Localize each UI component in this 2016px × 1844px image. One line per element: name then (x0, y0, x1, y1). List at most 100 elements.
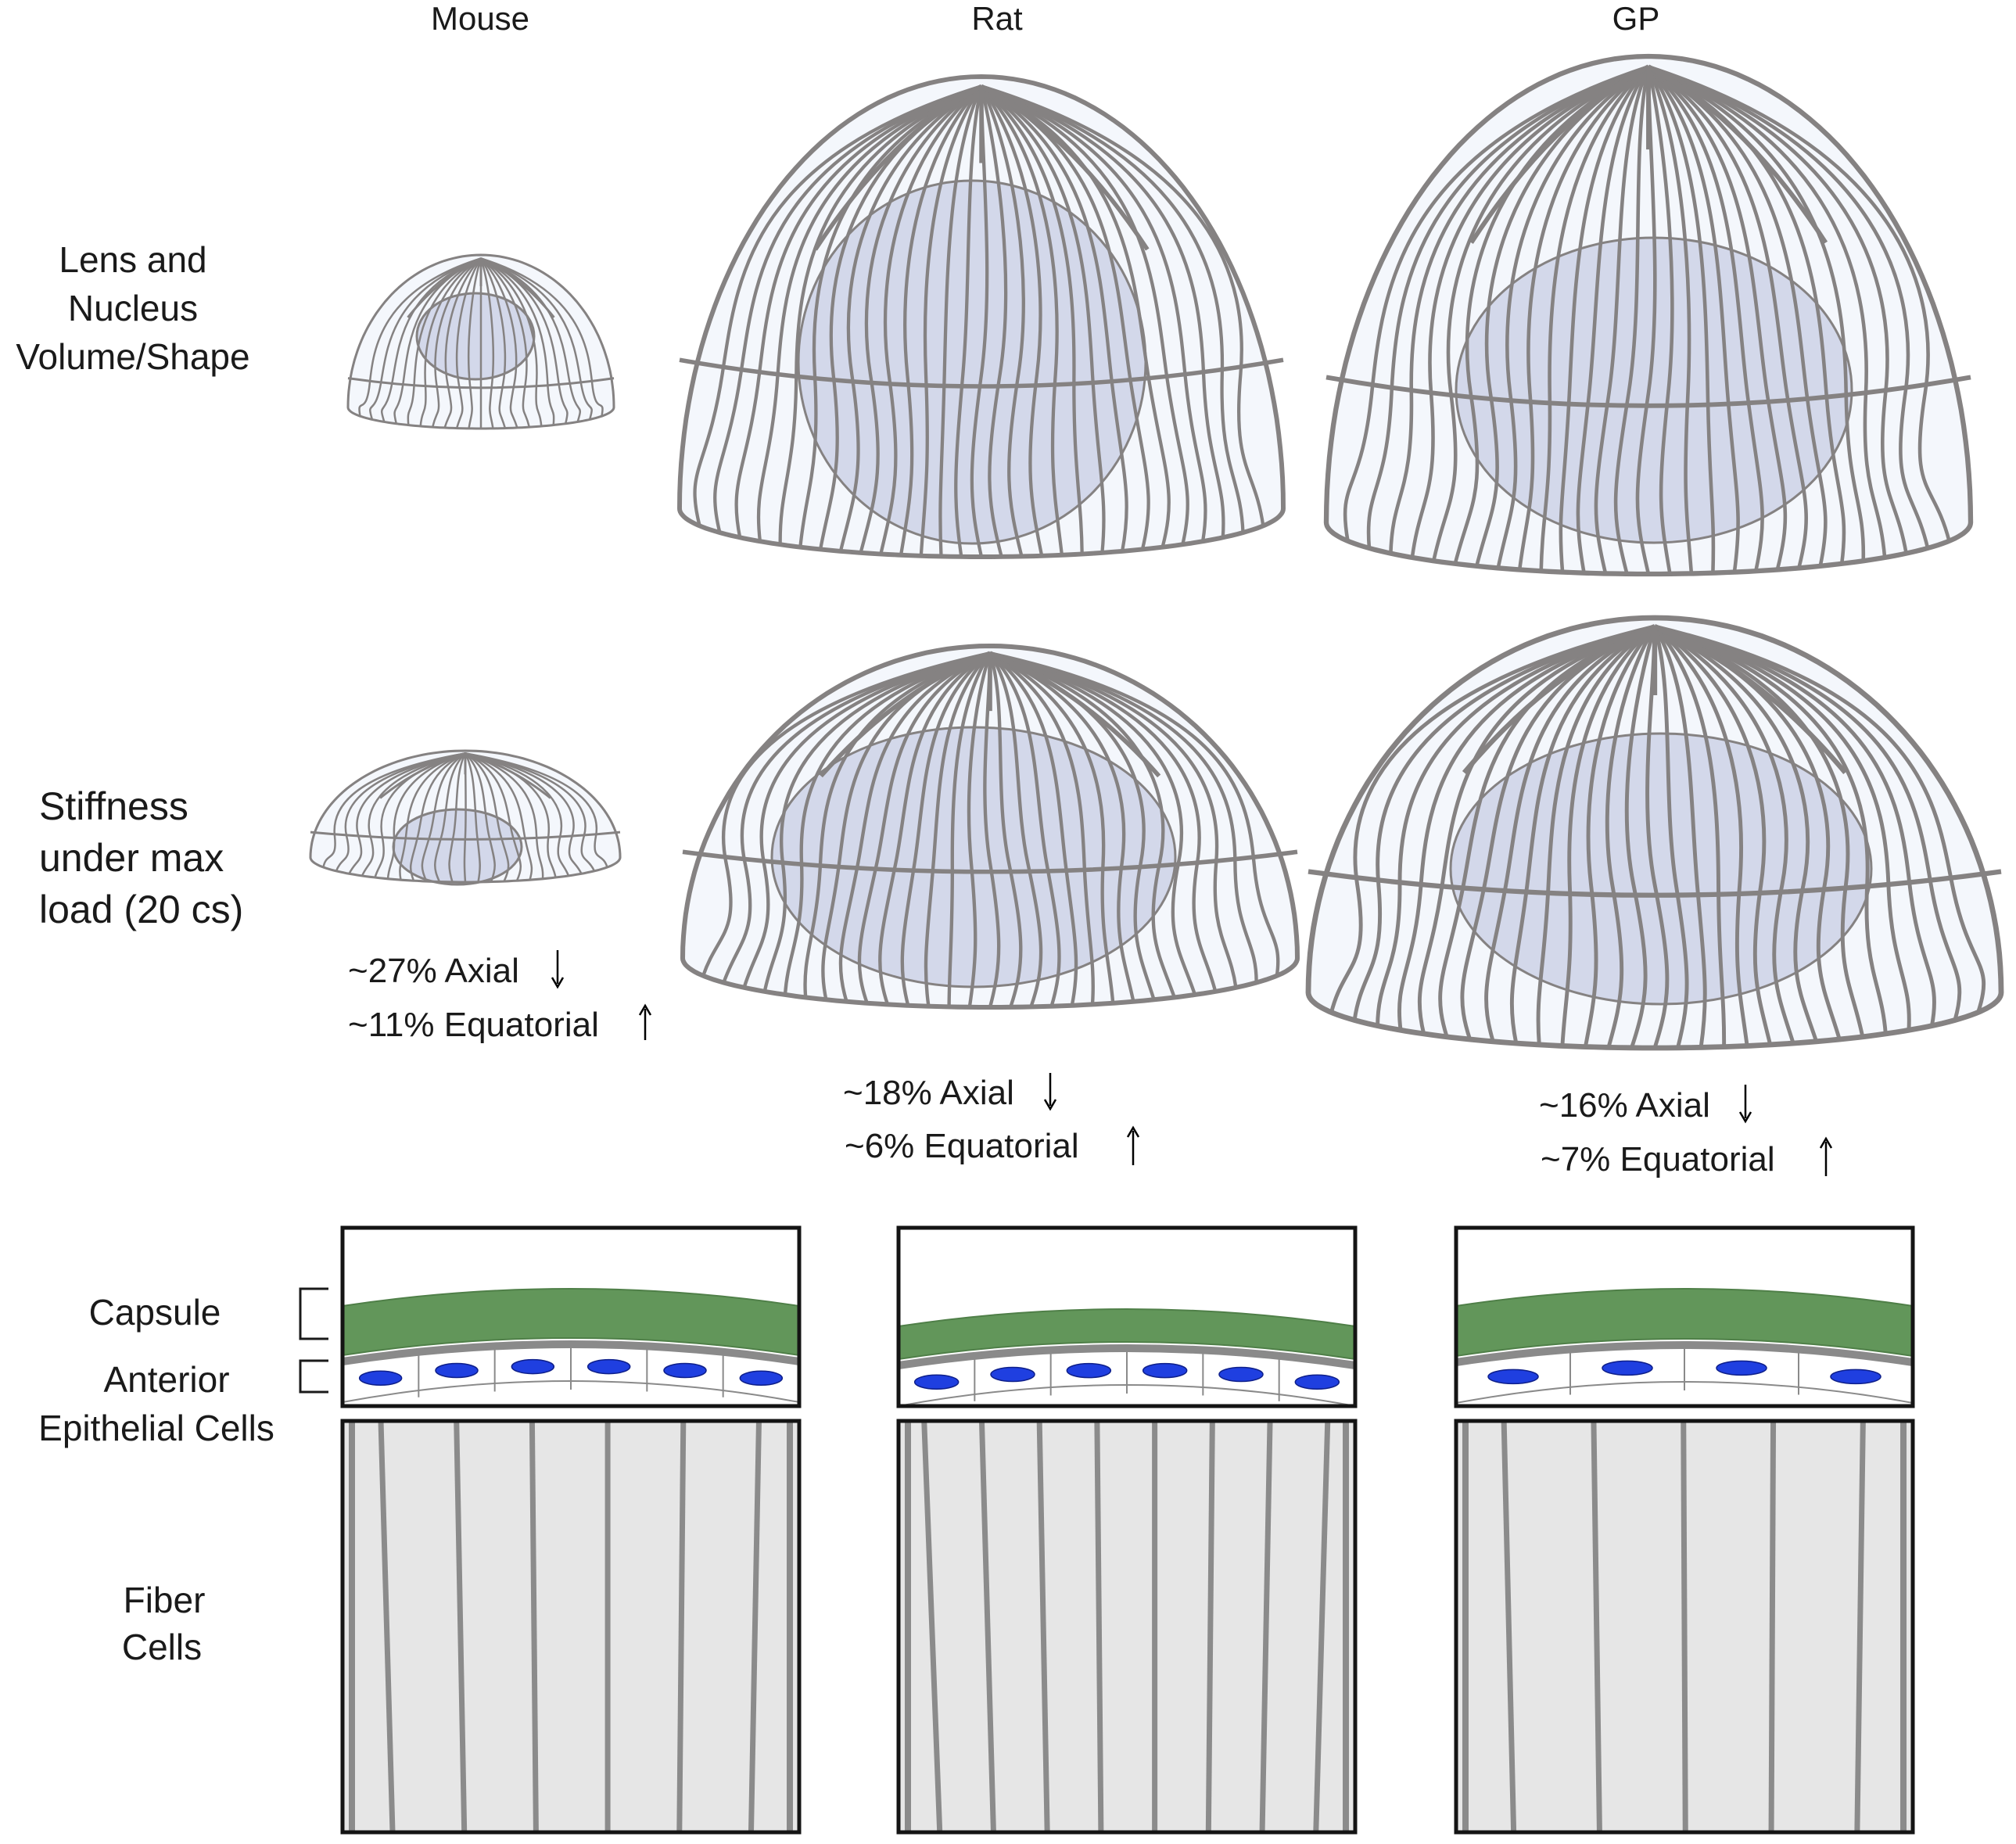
lens-diagrams (309, 53, 2004, 1051)
epithelial-nucleus (1294, 1374, 1340, 1390)
row-label-stiffness-line3: load (20 cs) (39, 888, 243, 931)
epithelial-nucleus (913, 1374, 960, 1390)
gp-tissue-panel (1454, 1225, 1915, 1835)
row-label-fiber-line2: Cells (122, 1627, 202, 1667)
row-label-stiffness: Stiffness under max load (20 cs) (39, 784, 243, 931)
epithelial-nucleus (1830, 1369, 1881, 1385)
epithelial-nucleus (1716, 1360, 1767, 1376)
row-label-stiffness-line1: Stiffness (39, 784, 188, 828)
fiber-cell-boundary (1768, 1420, 1777, 1833)
epithelial-bracket (299, 1359, 328, 1394)
fiber-cell-boundary (1036, 1420, 1050, 1833)
nucleus (392, 808, 523, 886)
fiber-panel-frame (896, 1419, 1358, 1835)
fiber-cell-boundary (748, 1420, 762, 1833)
row-label-capsule: Capsule (89, 1292, 221, 1333)
lens-outline (680, 643, 1300, 1010)
lens-outline (309, 749, 622, 884)
lens-outline (677, 74, 1286, 559)
capsule-panel-frame (340, 1225, 802, 1408)
row-label-fiber-line1: Fiber (124, 1580, 206, 1620)
fiber-cell-boundary (1259, 1420, 1273, 1833)
epithelial-nucleus (1487, 1369, 1539, 1385)
equator-line (1308, 869, 2002, 898)
basement-membrane (342, 1340, 800, 1365)
rat-lens-compressed (680, 643, 1300, 1010)
equator-line (682, 849, 1298, 874)
suture-lines (813, 84, 1150, 251)
fiber-cell-boundary (676, 1420, 687, 1833)
column-header-mouse: Mouse (431, 0, 529, 37)
fiber-cell-boundary (1854, 1420, 1866, 1833)
rat-tissue-panel (896, 1225, 1358, 1835)
suture-lines (1469, 64, 1828, 244)
row-label-lens-line3: Volume/Shape (16, 336, 249, 377)
arrow-up-icon (638, 1003, 652, 1040)
capsule-bracket (299, 1287, 328, 1340)
lens-outline (346, 253, 615, 430)
basement-membrane (898, 1344, 1356, 1369)
lens-outline (1323, 53, 1974, 577)
rat-equatorial-text: ~6% Equatorial (845, 1127, 1079, 1165)
epithelial-nucleus (1066, 1362, 1112, 1379)
fiber-meridians (1329, 624, 1986, 1048)
fiber-meridians (693, 84, 1265, 557)
column-header-gp: GP (1612, 0, 1660, 37)
suture-lines (379, 752, 551, 799)
epithelial-nucleus (511, 1358, 555, 1375)
gp-lens-compressed (1305, 615, 2004, 1051)
epithelial-nucleus (1142, 1362, 1188, 1379)
fiber-meridians (358, 257, 604, 429)
row-label-lens-volume: Lens and Nucleus Volume/Shape (16, 239, 249, 377)
stiffness-annotation-gp: ~16% Axial ~7% Equatorial (1539, 1085, 1833, 1179)
row-label-lens-line2: Nucleus (68, 288, 198, 328)
fiber-cell-boundary (454, 1420, 468, 1833)
row-label-stiffness-line2: under max (39, 836, 224, 880)
row-label-lens-line1: Lens and (59, 239, 206, 280)
row-label-epithelial-line2: Epithelial Cells (38, 1408, 274, 1448)
fiber-cell-boundary (1681, 1420, 1688, 1833)
equator-line (347, 377, 615, 389)
fiber-meridians (322, 752, 608, 882)
arrow-up-icon (1819, 1136, 1833, 1176)
arrow-down-icon (1043, 1073, 1057, 1111)
arrow-up-icon (1126, 1125, 1140, 1165)
rat-axial-text: ~18% Axial (843, 1074, 1014, 1112)
fiber-cell-boundary (378, 1420, 396, 1833)
epithelial-nucleus (990, 1366, 1035, 1383)
mouse-tissue-panel (340, 1225, 802, 1835)
nucleus (1449, 732, 1873, 1006)
basement-membrane (1455, 1341, 1914, 1366)
fiber-meridians (701, 651, 1280, 1007)
gp-equatorial-text: ~7% Equatorial (1541, 1140, 1775, 1179)
equator-line (1325, 375, 1971, 408)
arrow-down-icon (551, 950, 565, 989)
gp-lens (1323, 53, 1974, 577)
tissue-panels (340, 1225, 1915, 1835)
fiber-panel-bg (343, 1421, 799, 1832)
equator-line (679, 357, 1284, 389)
arrow-down-icon (1738, 1085, 1752, 1124)
epithelial-nucleus (1218, 1366, 1264, 1383)
gp-axial-text: ~16% Axial (1539, 1086, 1710, 1125)
mouse-axial-text: ~27% Axial (348, 952, 519, 990)
row-label-epithelial-line1: Anterior (103, 1359, 229, 1400)
capsule-panel-frame (1454, 1225, 1915, 1408)
suture-lines (407, 257, 555, 318)
epithelial-nucleus (587, 1358, 631, 1375)
mouse-equatorial-text: ~11% Equatorial (348, 1006, 599, 1044)
fiber-cell-boundary (1094, 1420, 1104, 1833)
epithelial-nucleus (435, 1362, 479, 1379)
fiber-cell-boundary (1501, 1420, 1517, 1833)
fiber-cell-boundary (921, 1420, 943, 1833)
fiber-panel-bg (899, 1421, 1355, 1832)
epithelial-nucleus (358, 1370, 403, 1387)
suture-lines (819, 651, 1161, 778)
equator-line (310, 831, 621, 841)
lens-outline (1305, 615, 2004, 1051)
capsule-panel-frame (896, 1225, 1358, 1408)
stiffness-annotation-rat: ~18% Axial ~6% Equatorial (843, 1073, 1140, 1165)
fiber-panel-frame (340, 1419, 802, 1835)
rat-lens (677, 74, 1286, 559)
